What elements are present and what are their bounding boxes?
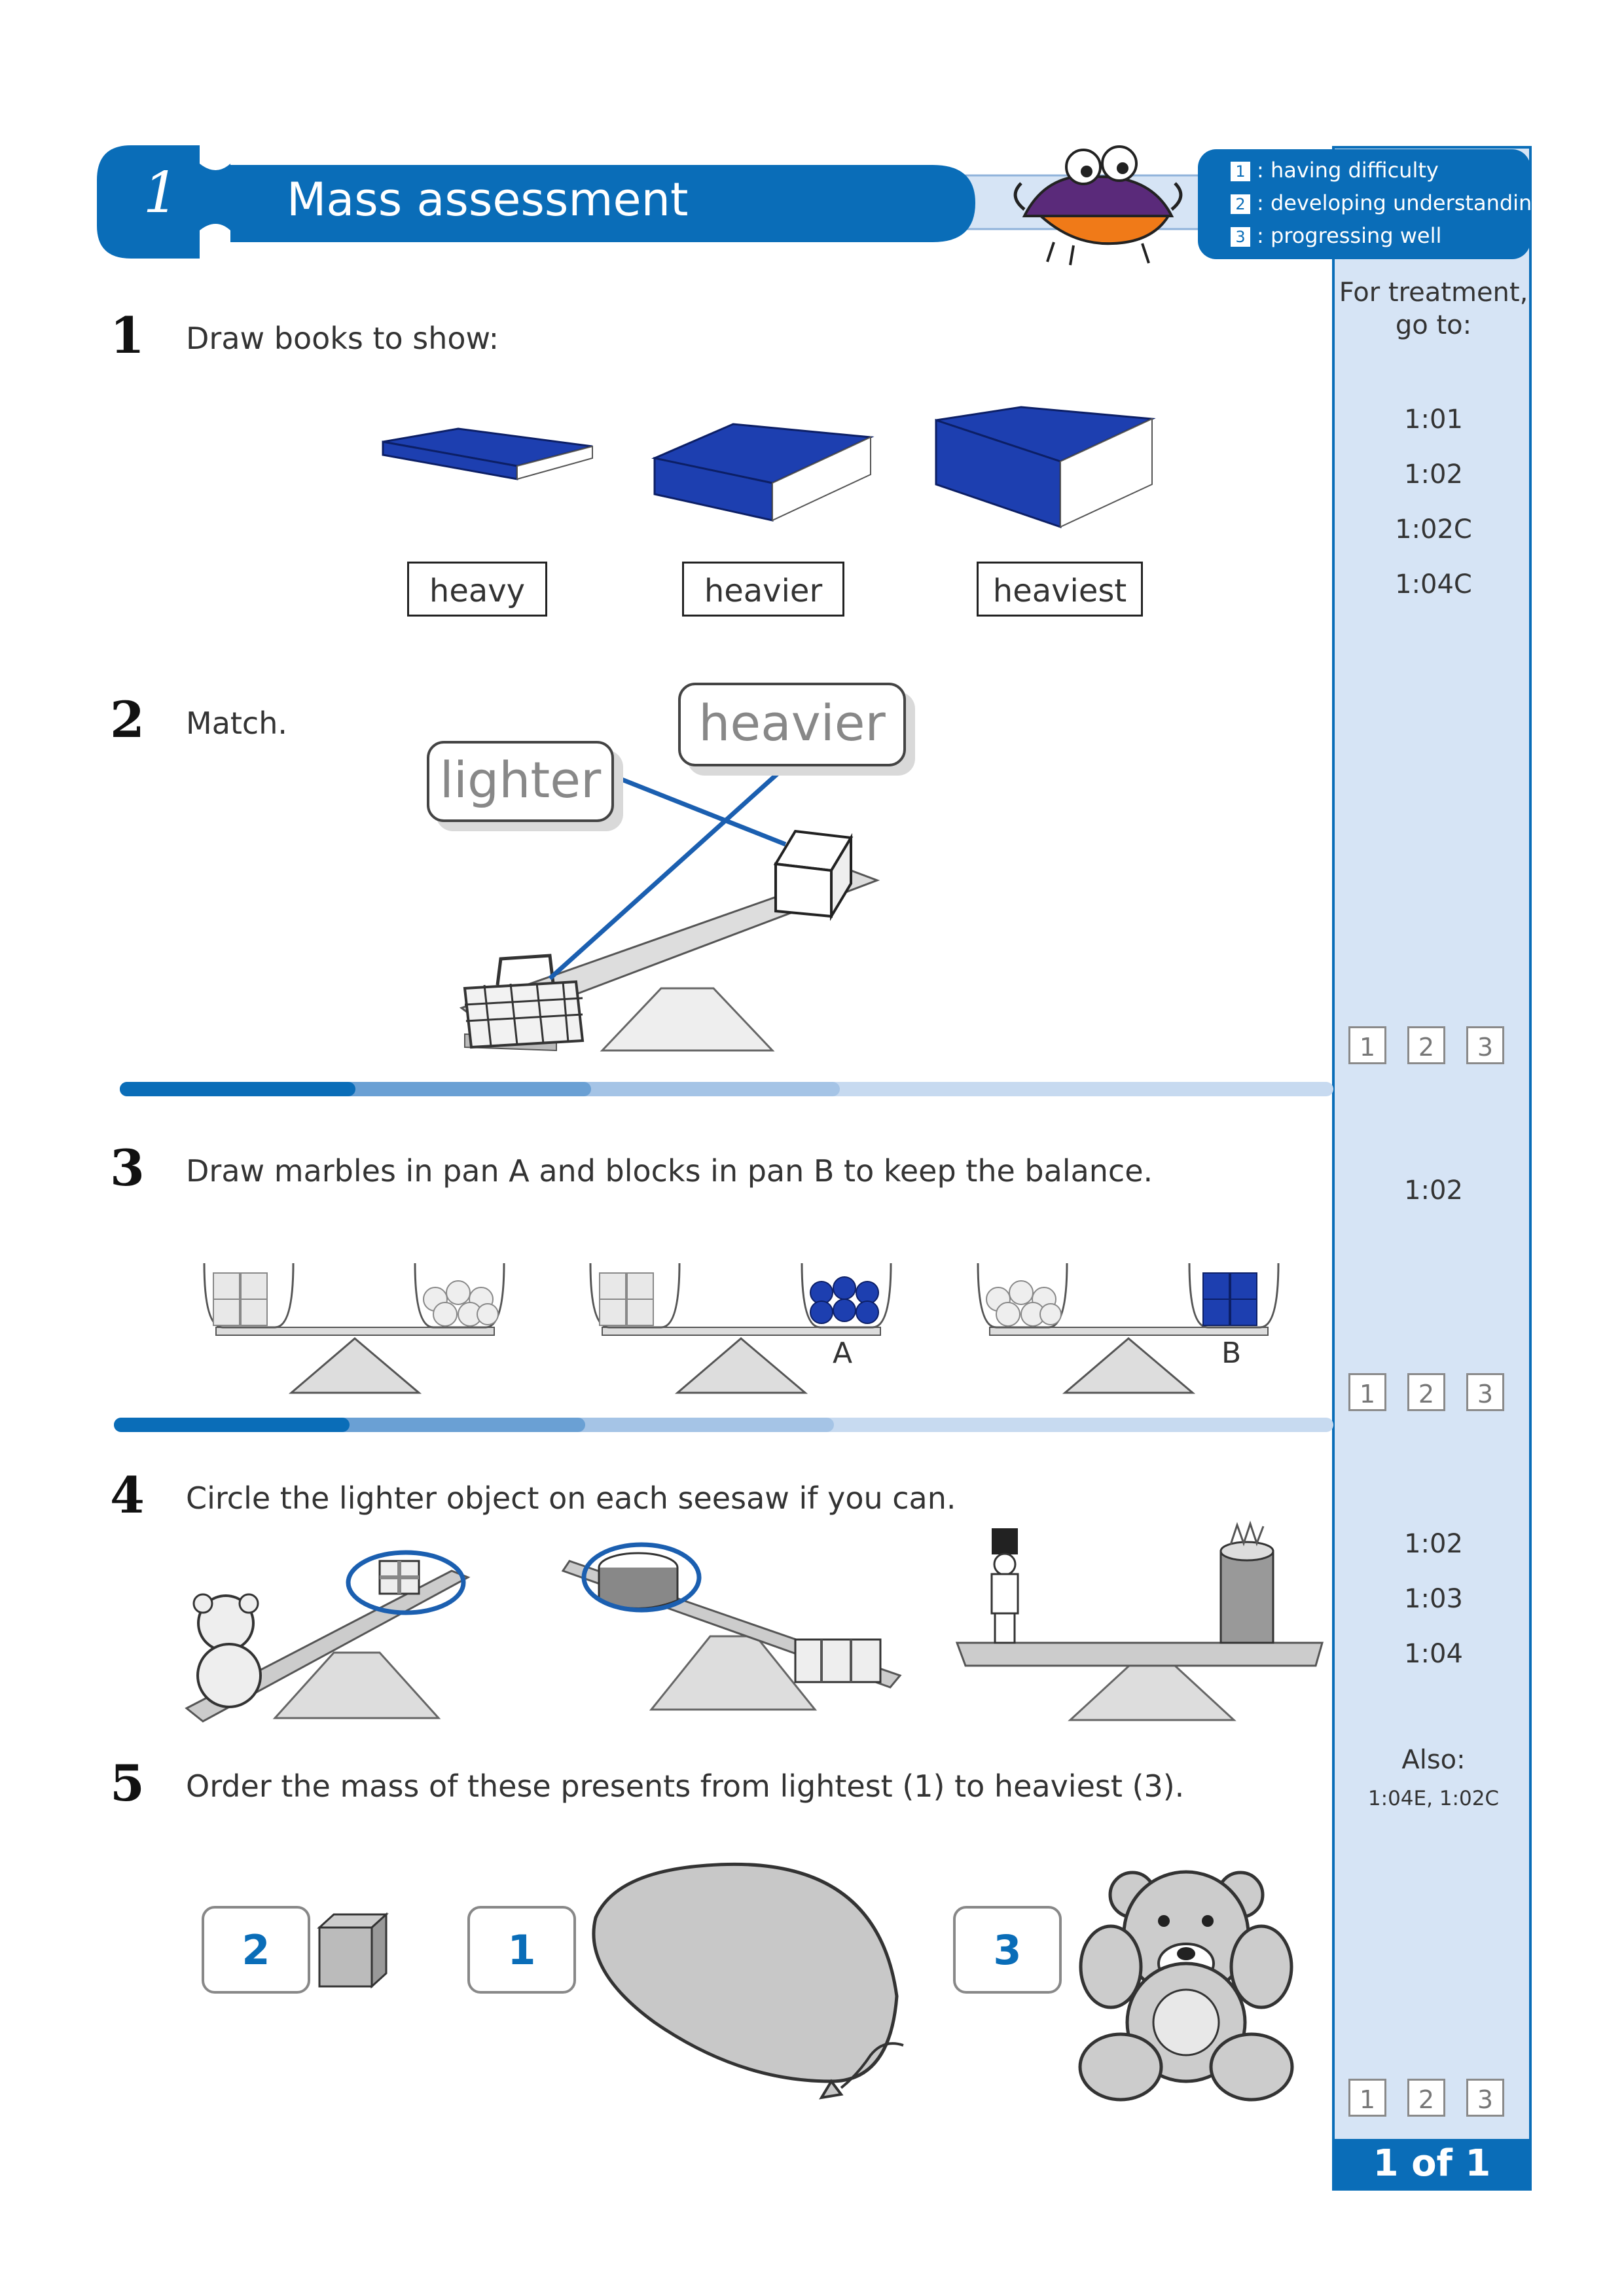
balance-1 [203,1263,505,1394]
book-icon [382,427,593,480]
treatment-ref: 1:02 [1404,1529,1463,1559]
rating-box-1[interactable]: 1 [1348,1373,1386,1411]
legend-text-1: : having difficulty [1257,158,1439,183]
treatment-ref: 1:04C [1395,569,1472,600]
question-text: Match. [186,706,287,741]
rating-box-2[interactable]: 2 [1407,1026,1445,1064]
legend-key-2: 2 [1231,194,1250,214]
page-title: Mass assessment [287,173,689,226]
basket-icon [463,954,585,1049]
balance-3 [977,1263,1280,1394]
legend-key-1: 1 [1231,162,1250,181]
divider-2 [114,1418,1333,1432]
treatment-ref: 1:04 [1404,1639,1463,1669]
legend-text-3: : progressing well [1257,223,1442,248]
soldier-icon [990,1528,1019,1644]
treatment-ref: 1:02 [1404,459,1463,490]
sidebar-heading: For treatment, go to: [1335,276,1532,342]
label-lighter: lighter [427,741,614,822]
question-text: Circle the lighter object on each seesaw… [186,1480,956,1516]
legend-key-3: 3 [1231,227,1250,247]
treatment-ref: 1:02C [1395,514,1472,545]
word-box-heaviest: heaviest [977,562,1143,617]
rating-box-2[interactable]: 2 [1407,2079,1445,2117]
gift-icon [794,1638,882,1683]
treatment-ref: 1:01 [1404,404,1463,435]
also-label: Also: [1401,1745,1466,1775]
legend-text-2: : developing understanding [1257,190,1545,215]
question-number: 1 [110,306,145,365]
circle-answer-2 [581,1542,702,1613]
title-bar [230,165,975,242]
rating-box-3[interactable]: 3 [1466,1026,1504,1064]
legend-item-1: 1 : having difficulty [1231,156,1439,185]
treatment-ref: 1:03 [1404,1584,1463,1614]
question-number: 3 [110,1139,145,1197]
page-number: 1 of 1 [1333,2139,1530,2189]
answer-box-balloon[interactable]: 1 [467,1906,576,1994]
rating-box-2[interactable]: 2 [1407,1373,1445,1411]
answer-box-teddy[interactable]: 3 [953,1906,1062,1994]
sidebar-heading-line1: For treatment, [1339,278,1528,308]
unit-number: 1 [143,160,179,226]
cake-icon [598,1552,679,1609]
unit-badge [97,145,230,259]
balance-2 [589,1263,892,1394]
q4-seesaw-3 [955,1641,1324,1721]
circle-answer-1 [346,1550,466,1615]
treatment-sidebar [1332,146,1532,2191]
book-icon [935,406,1156,529]
block-icon [773,829,854,922]
divider-1 [120,1082,1333,1096]
answer-box-dice[interactable]: 2 [202,1906,310,1994]
balloon-icon [592,1862,904,2100]
legend-box [1198,149,1530,259]
sidebar-heading-line2: go to: [1395,310,1472,340]
word-box-heavier: heavier [682,562,844,617]
rating-box-1[interactable]: 1 [1348,2079,1386,2117]
question-number: 5 [110,1754,145,1812]
dice-block-icon [317,1912,389,1989]
gift-icon [1219,1520,1274,1644]
teddy-bear-icon [192,1593,262,1708]
question-text: Draw marbles in pan A and blocks in pan … [186,1153,1153,1189]
question-number: 4 [110,1466,145,1524]
rating-box-3[interactable]: 3 [1466,2079,1504,2117]
also-refs: 1:04E, 1:02C [1367,1787,1500,1810]
match-line-lighter [611,773,787,847]
question-number: 2 [110,691,145,749]
crab-mascot-icon [1013,145,1183,266]
question-text: Draw books to show: [186,321,499,356]
word-box-heavy: heavy [407,562,547,617]
match-line-heavier [548,754,799,980]
pan-a-label: A [833,1336,853,1370]
question-text: Order the mass of these presents from li… [186,1768,1185,1804]
rating-box-3[interactable]: 3 [1466,1373,1504,1411]
book-icon [651,423,875,522]
legend-item-3: 3 : progressing well [1231,221,1441,250]
rating-box-1[interactable]: 1 [1348,1026,1386,1064]
label-heavier: heavier [678,683,906,766]
treatment-ref: 1:02 [1404,1175,1463,1206]
gift-icon [378,1560,420,1595]
pan-b-label: B [1221,1336,1242,1370]
teddy-bear-icon [1078,1870,1294,2102]
legend-item-2: 2 : developing understanding [1231,188,1545,217]
